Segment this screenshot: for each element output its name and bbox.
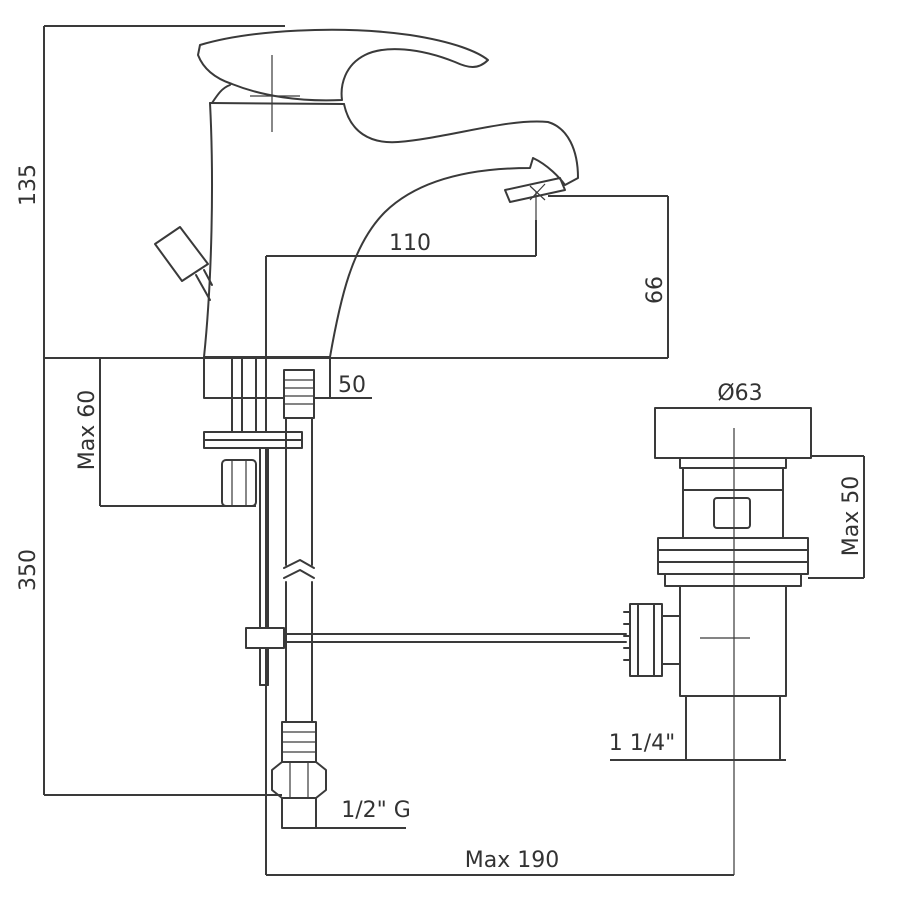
popup-knob bbox=[154, 226, 213, 301]
dim-one-quarter-inch-label: 1 1/4" bbox=[609, 731, 676, 756]
dim-110-label: 110 bbox=[389, 231, 431, 256]
dim-66-label: 66 bbox=[643, 276, 668, 304]
dim-max-50: Max 50 bbox=[808, 455, 865, 579]
dim-half-inch-g-label: 1/2" G bbox=[341, 798, 411, 823]
drain-body bbox=[657, 457, 809, 761]
drain-cap bbox=[654, 407, 812, 459]
dim-350: 350 bbox=[16, 549, 282, 796]
dim-max-60-label: Max 60 bbox=[75, 390, 100, 470]
dim-diameter-63: Ø63 bbox=[655, 381, 811, 409]
dim-135-label: 135 bbox=[16, 164, 41, 206]
fixing-plate bbox=[203, 431, 303, 449]
supply-hose bbox=[271, 369, 327, 829]
faucet-body bbox=[203, 84, 579, 358]
dim-max-190: Max 190 bbox=[266, 848, 734, 876]
faucet-lever bbox=[197, 28, 489, 132]
dim-diameter-63-label: Ø63 bbox=[717, 381, 762, 406]
dim-50-label: 50 bbox=[338, 373, 366, 398]
dim-half-inch-g: 1/2" G bbox=[282, 798, 411, 829]
aerator bbox=[504, 177, 566, 222]
pull-rod bbox=[245, 627, 627, 649]
dim-max-190-label: Max 190 bbox=[465, 848, 559, 873]
fixing-nut bbox=[221, 459, 257, 507]
dim-66: 66 bbox=[548, 195, 669, 358]
dim-max-50-label: Max 50 bbox=[839, 476, 864, 556]
dim-135: 135 bbox=[16, 25, 285, 795]
drain-connector-nut bbox=[623, 603, 681, 677]
dim-max-60: Max 60 bbox=[75, 358, 256, 507]
dim-350-label: 350 bbox=[16, 549, 41, 591]
dim-one-quarter-inch: 1 1/4" bbox=[609, 731, 786, 761]
